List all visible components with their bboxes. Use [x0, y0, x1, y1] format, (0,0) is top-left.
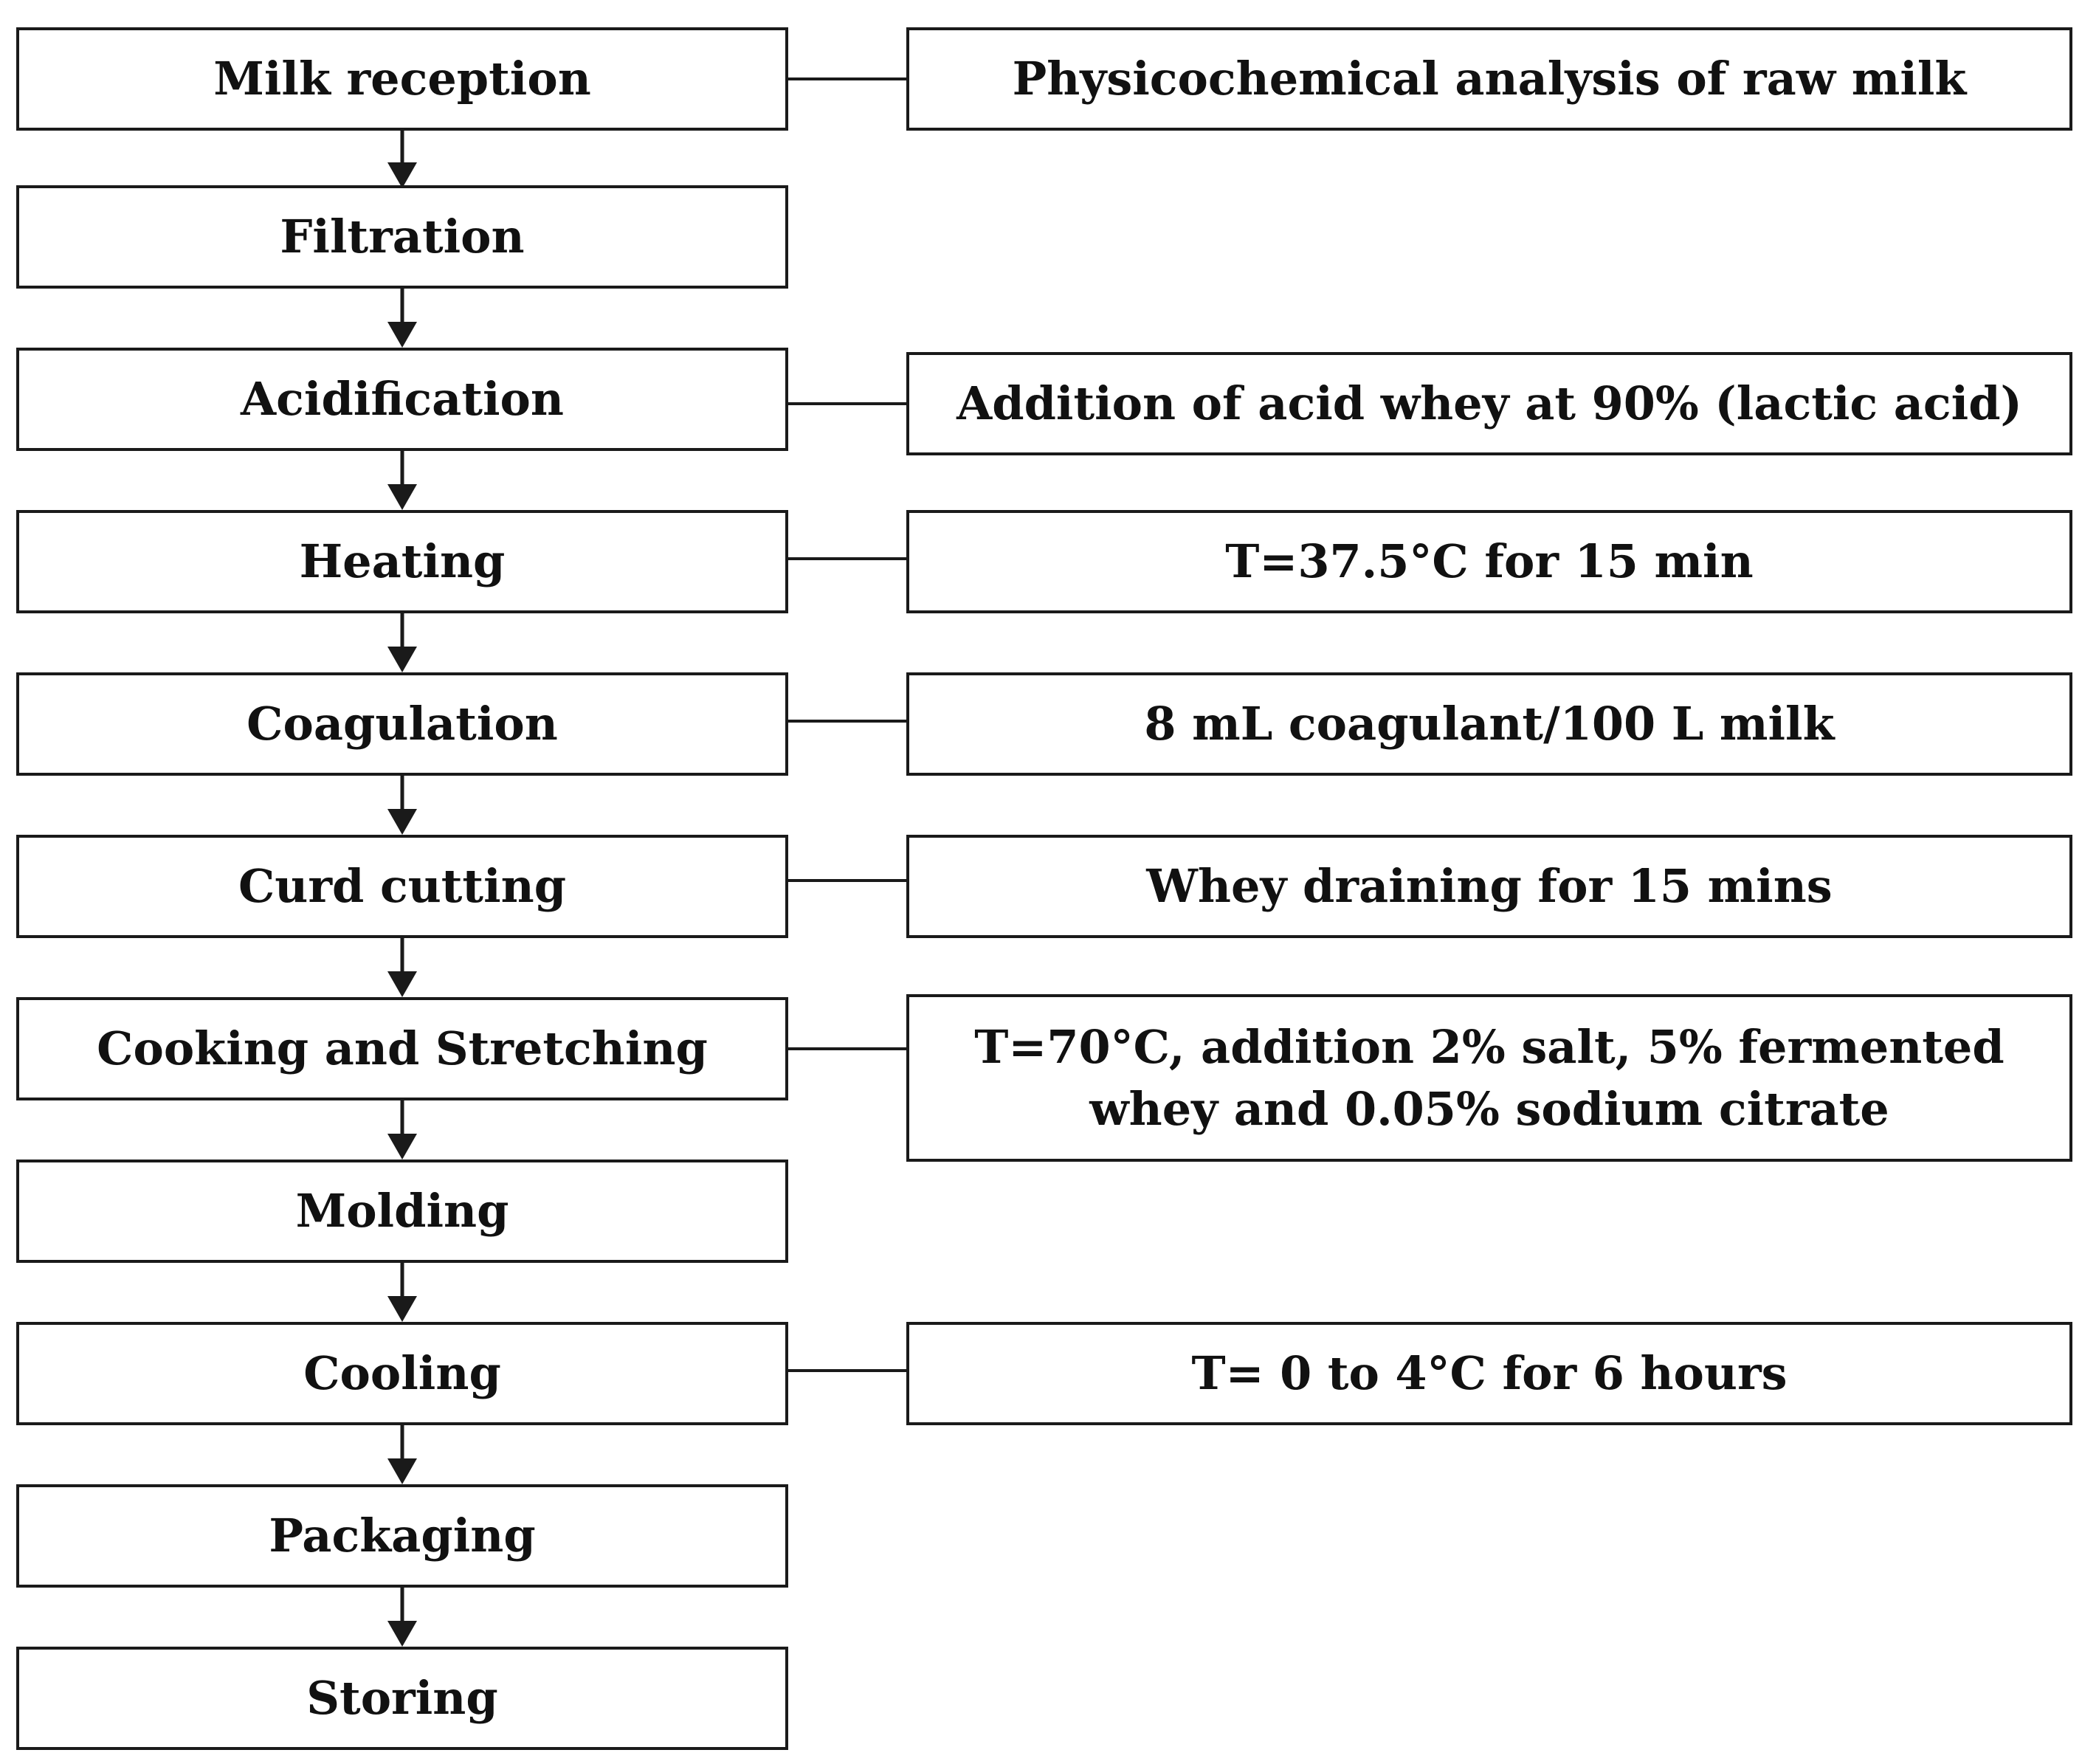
arrow-heating-to-coagulation	[387, 613, 417, 672]
arrow-acidification-to-heating	[387, 451, 417, 510]
arrow-milk-reception-to-filtration	[387, 131, 417, 188]
arrow-cooling-to-packaging	[387, 1425, 417, 1484]
step-storing: Storing	[16, 1647, 788, 1750]
step-filtration: Filtration	[16, 185, 788, 289]
note-raw-milk-analysis: Physicochemical analysis of raw milk	[906, 27, 2072, 131]
note-cooling-conditions: T= 0 to 4°C for 6 hours	[906, 1322, 2072, 1425]
note-coagulant-dose: 8 mL coagulant/100 L milk	[906, 672, 2072, 776]
step-cooking-and-stretching: Cooking and Stretching	[16, 997, 788, 1100]
step-coagulation: Coagulation	[16, 672, 788, 776]
note-acid-whey-addition: Addition of acid whey at 90% (lactic aci…	[906, 352, 2072, 455]
step-cooling: Cooling	[16, 1322, 788, 1425]
step-curd-cutting: Curd cutting	[16, 835, 788, 938]
note-whey-draining: Whey draining for 15 mins	[906, 835, 2072, 938]
step-packaging: Packaging	[16, 1484, 788, 1588]
step-acidification: Acidification	[16, 348, 788, 451]
step-milk-reception: Milk reception	[16, 27, 788, 131]
note-heating-conditions: T=37.5°C for 15 min	[906, 510, 2072, 613]
step-molding: Molding	[16, 1160, 788, 1263]
note-connectors	[788, 77, 906, 1372]
arrow-coagulation-to-curd-cutting	[387, 776, 417, 835]
arrow-packaging-to-storing	[387, 1588, 417, 1647]
arrow-filtration-to-acidification	[387, 289, 417, 348]
step-heating: Heating	[16, 510, 788, 613]
arrow-cooking-to-molding	[387, 1100, 417, 1160]
flow-arrows	[387, 131, 417, 1647]
arrow-curd-cutting-to-cooking	[387, 938, 417, 997]
note-cooking-stretching-conditions: T=70°C, addition 2% salt, 5% fermented w…	[906, 994, 2072, 1162]
arrow-molding-to-cooling	[387, 1263, 417, 1322]
